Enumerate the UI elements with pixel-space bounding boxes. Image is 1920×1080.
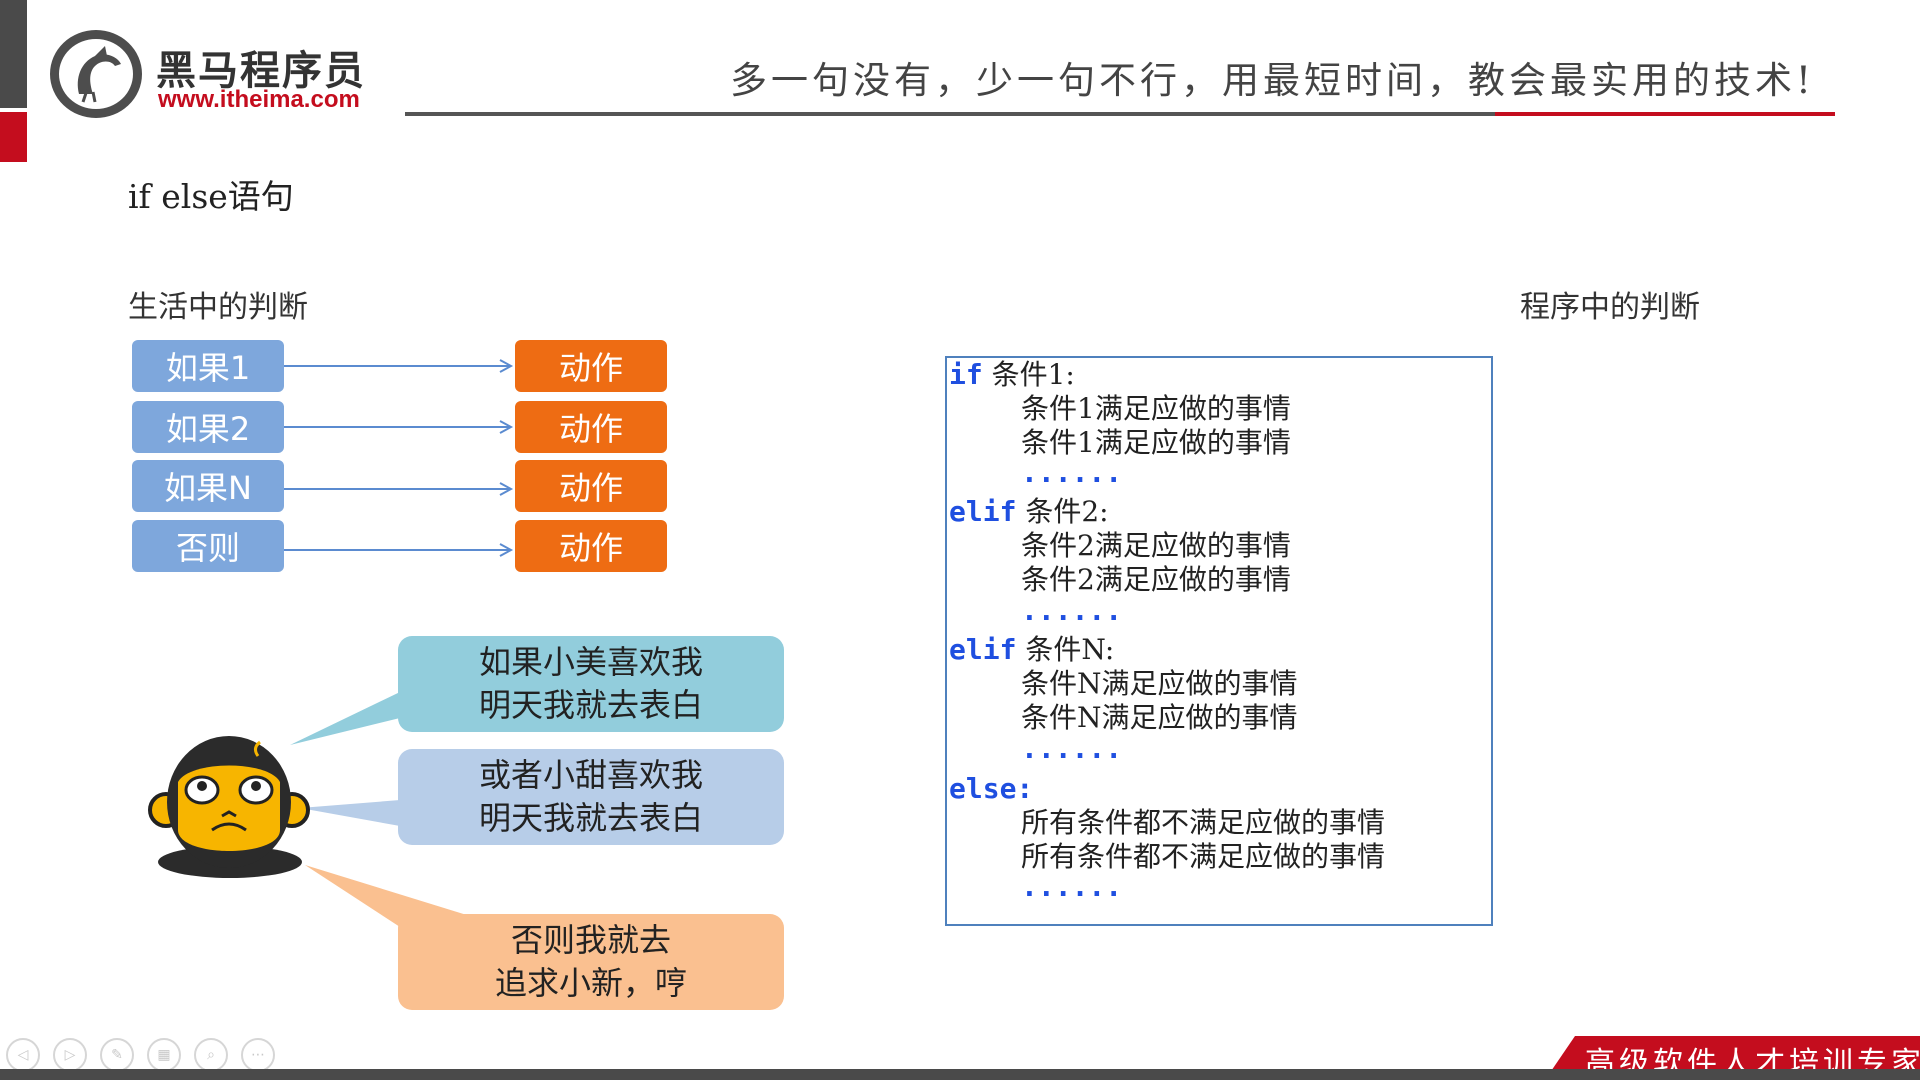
footer-bar xyxy=(0,1069,1920,1080)
action-box-2: 动作 xyxy=(515,401,667,453)
code-example-box: if 条件1: 条件1满足应做的事情 条件1满足应做的事情 ...... eli… xyxy=(945,356,1493,926)
bubble-2-line-1: 或者小甜喜欢我 xyxy=(478,756,703,794)
code-elif-n-dots: ...... xyxy=(1021,732,1123,765)
left-edge-red-bar xyxy=(0,112,27,162)
code-elif-1-body-1: 条件2满足应做的事情 xyxy=(1021,529,1291,562)
life-judgement-title: 生活中的判断 xyxy=(128,290,308,325)
bubble-3-line-2: 追求小新，哼 xyxy=(494,964,687,1002)
code-else-body-2: 所有条件都不满足应做的事情 xyxy=(1021,840,1386,873)
header-rule-dark xyxy=(405,112,1495,116)
action-box-n: 动作 xyxy=(515,460,667,512)
code-else-keyword: else: xyxy=(949,772,1034,805)
brand-name: 黑马程序员 xyxy=(156,48,366,94)
bubble-1-line-1: 如果小美喜欢我 xyxy=(478,643,703,681)
bubble-2-line-2: 明天我就去表白 xyxy=(478,799,703,837)
code-if-dots: ...... xyxy=(1021,456,1123,489)
page-title: if else语句 xyxy=(128,177,294,216)
code-else-dots: ...... xyxy=(1021,870,1123,903)
action-box-1: 动作 xyxy=(515,340,667,392)
code-else-body-1: 所有条件都不满足应做的事情 xyxy=(1021,806,1386,839)
condition-box-2: 如果2 xyxy=(132,401,284,453)
code-elif-n-body-1: 条件N满足应做的事情 xyxy=(1021,667,1298,700)
code-if-keyword: if xyxy=(949,358,983,391)
code-elif-n-condition: 条件N: xyxy=(1016,633,1115,666)
action-box-else: 动作 xyxy=(515,520,667,572)
brand-url: www.itheima.com xyxy=(158,86,360,113)
logo-circle xyxy=(50,30,142,118)
slogan: 多一句没有，少一句不行，用最短时间，教会最实用的技术! xyxy=(730,59,1815,102)
slides-icon[interactable]: ▦ xyxy=(147,1038,181,1072)
speech-bubble-1: 如果小美喜欢我 明天我就去表白 xyxy=(398,636,784,732)
bubble-3-line-1: 否则我就去 xyxy=(510,921,671,959)
bubble-1-line-2: 明天我就去表白 xyxy=(478,686,703,724)
code-if-body-2: 条件1满足应做的事情 xyxy=(1021,426,1291,459)
zoom-icon[interactable]: ⌕ xyxy=(194,1038,228,1072)
header-rule-red xyxy=(1495,112,1835,116)
previous-icon[interactable]: ◁ xyxy=(6,1038,40,1072)
monkey-mascot-icon xyxy=(148,736,310,878)
code-if-line: if 条件1: xyxy=(949,358,1075,392)
left-edge-dark-bar xyxy=(0,0,27,108)
code-elif-1-keyword: elif xyxy=(949,495,1017,528)
program-judgement-title: 程序中的判断 xyxy=(1520,290,1700,325)
speech-bubble-2: 或者小甜喜欢我 明天我就去表白 xyxy=(398,749,784,845)
code-elif-1-line: elif 条件2: xyxy=(949,495,1109,529)
code-if-condition: 条件1: xyxy=(982,358,1075,391)
code-elif-1-condition: 条件2: xyxy=(1016,495,1109,528)
code-elif-n-body-2: 条件N满足应做的事情 xyxy=(1021,701,1298,734)
condition-box-n: 如果N xyxy=(132,460,284,512)
next-icon[interactable]: ▷ xyxy=(53,1038,87,1072)
code-elif-n-line: elif 条件N: xyxy=(949,633,1114,667)
speech-bubble-3: 否则我就去 追求小新，哼 xyxy=(398,914,784,1010)
code-elif-1-body-2: 条件2满足应做的事情 xyxy=(1021,563,1291,596)
pen-icon[interactable]: ✎ xyxy=(100,1038,134,1072)
condition-box-1: 如果1 xyxy=(132,340,284,392)
arrow-head-2 xyxy=(499,420,514,434)
horse-logo-icon xyxy=(77,46,121,103)
arrow-head-else xyxy=(499,543,514,557)
arrow-head-1 xyxy=(499,359,514,373)
arrow-head-n xyxy=(499,482,514,496)
bubble-tail-2 xyxy=(300,800,400,826)
condition-box-else: 否则 xyxy=(132,520,284,572)
more-icon[interactable]: ⋯ xyxy=(241,1038,275,1072)
code-elif-n-keyword: elif xyxy=(949,633,1017,666)
code-if-body-1: 条件1满足应做的事情 xyxy=(1021,392,1291,425)
code-elif-1-dots: ...... xyxy=(1021,594,1123,627)
